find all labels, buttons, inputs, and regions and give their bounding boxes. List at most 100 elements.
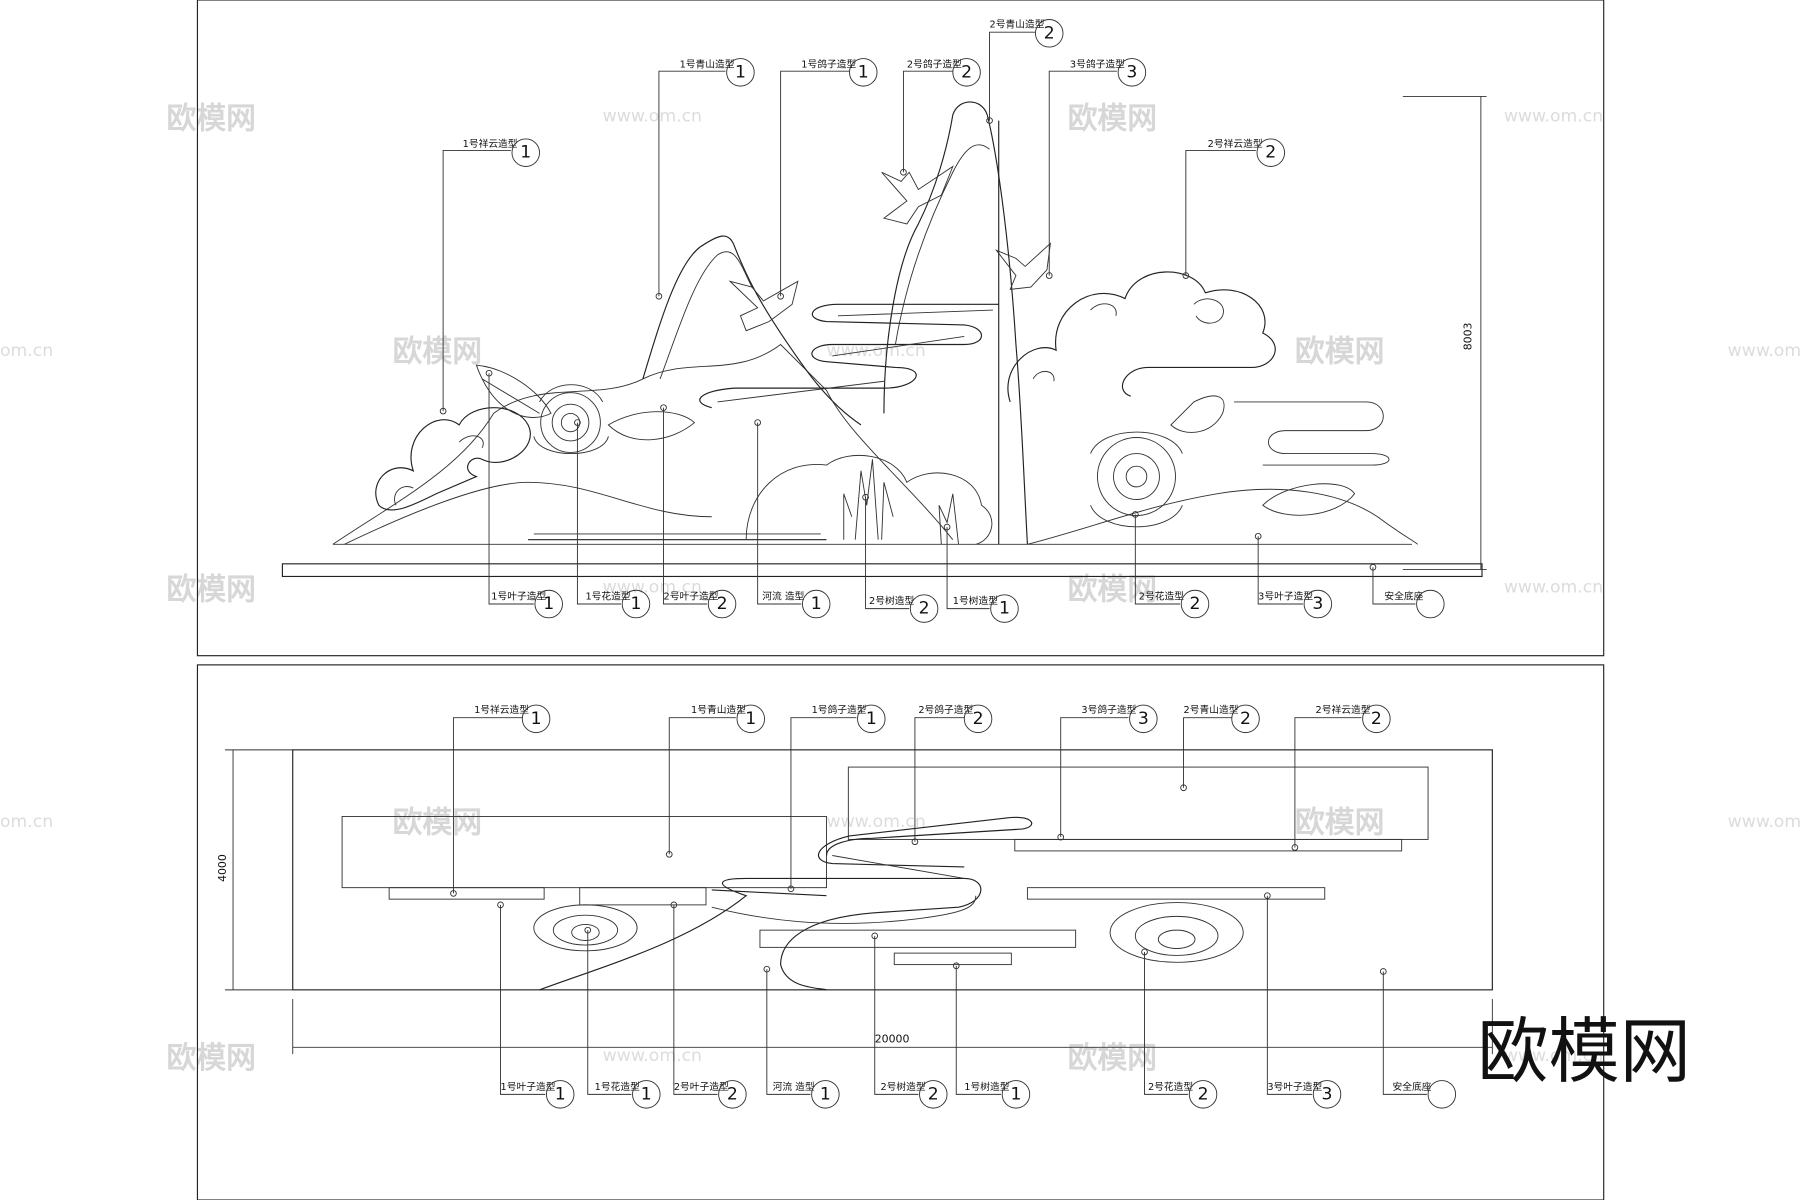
leaf-2-shape — [607, 411, 696, 441]
callout-label: 2号叶子造型 — [674, 1080, 729, 1093]
plan-leaf-bar — [579, 887, 707, 906]
plan-depth-dimension: 4000 — [216, 749, 293, 991]
callout-plan-leaf-1: 1号叶子造型 1 — [497, 901, 575, 1109]
bush-outline — [745, 454, 993, 545]
callout-label: 1号叶子造型 — [491, 589, 546, 602]
width-dimension-value: 20000 — [875, 1033, 910, 1046]
leaf-3-shape — [1170, 395, 1356, 516]
dove-2-shape — [881, 165, 954, 225]
watermark-url: om.cn — [0, 341, 53, 361]
cloud-2-shape — [1007, 271, 1276, 403]
callout-label: 1号花造型 — [585, 589, 630, 602]
callout-number: 1 — [999, 599, 1010, 619]
callout-number: 2 — [727, 1084, 738, 1104]
callout-number: 1 — [630, 594, 641, 614]
callout-label: 1号叶子造型 — [501, 1080, 556, 1093]
watermark-url: www.om.cn — [827, 812, 926, 832]
callout-number: 2 — [928, 1084, 939, 1104]
watermark-url: www.om.cn — [1504, 1046, 1603, 1066]
callout-number: 2 — [1198, 1084, 1209, 1104]
callout-label: 3号鸽子造型 — [1081, 703, 1136, 716]
plan-river-ribbon — [539, 816, 1033, 991]
plan-frame — [196, 664, 1605, 1200]
plan-width-dimension: 20000 — [292, 999, 1493, 1055]
left-ground-wave — [344, 481, 712, 545]
callout-label: 2号青山造型 — [1184, 703, 1239, 716]
plan-flower-2 — [1109, 902, 1244, 963]
callout-label: 1号青山造型 — [680, 58, 735, 71]
callout-elev-cloud-1: 1号祥云造型 1 — [439, 137, 540, 415]
callout-label: 2号树造型 — [869, 594, 914, 607]
callout-plan-cloud-2: 2号祥云造型 2 — [1291, 703, 1391, 851]
callout-plan-leaf-2: 2号叶子造型 2 — [670, 901, 747, 1109]
callout-number: 1 — [543, 594, 554, 614]
callout-elev-mountain-2: 2号青山造型 2 — [986, 18, 1064, 124]
callout-number: 2 — [1044, 23, 1055, 43]
watermark-url: www.om.cn — [1728, 812, 1800, 832]
callout-elev-dove-2: 2号鸽子造型 2 — [900, 58, 981, 176]
cloud-1-curl — [394, 435, 484, 506]
callout-plan-dove-3: 3号鸽子造型 3 — [1057, 703, 1158, 841]
callout-number: 2 — [961, 62, 972, 82]
watermark-text: 欧模网 — [393, 335, 483, 370]
tree-1-shape — [854, 459, 960, 545]
callout-elev-river: 河流 造型 1 — [754, 419, 831, 619]
right-ground-wave — [1027, 488, 1419, 545]
cloud-2-tail — [1234, 401, 1390, 466]
watermark-text: 欧模网 — [166, 572, 256, 607]
callout-number: 2 — [1371, 709, 1382, 729]
callout-label: 河流 造型 — [773, 1080, 815, 1093]
safety-base — [281, 563, 1483, 578]
callout-label: 2号花造型 — [1148, 1080, 1193, 1093]
left-hill-outline — [332, 343, 954, 545]
callout-plan-tree-1: 1号树造型 1 — [952, 962, 1031, 1109]
dove-3-shape — [995, 242, 1051, 290]
callout-elev-leaf-2: 2号叶子造型 2 — [660, 404, 737, 619]
river-ribbon-inner — [533, 309, 994, 535]
callout-label: 1号鸽子造型 — [812, 703, 867, 716]
callout-label: 3号叶子造型 — [1258, 589, 1313, 602]
callout-number: 2 — [1240, 709, 1251, 729]
mountain-2-ridge — [894, 144, 990, 345]
tree-2-shape — [843, 482, 894, 540]
callout-label: 2号青山造型 — [990, 18, 1045, 31]
river-ribbon — [528, 303, 999, 541]
height-dimension-value: 8003 — [1462, 322, 1475, 350]
callout-label: 1号祥云造型 — [474, 703, 529, 716]
callout-plan-mountain-1: 1号青山造型 1 — [665, 703, 765, 858]
callout-elev-flower-2: 2号花造型 2 — [1132, 511, 1210, 619]
callout-number: 1 — [1010, 1084, 1021, 1104]
watermark-url: www.om.cn — [603, 107, 702, 127]
plan-tree-2-bar — [759, 929, 1077, 948]
watermark-text: 欧模网 — [1295, 806, 1385, 841]
callout-number: 2 — [919, 599, 930, 619]
callout-number: 1 — [745, 709, 756, 729]
mountain-1-outline — [642, 235, 862, 426]
callout-number: 1 — [531, 709, 542, 729]
watermark-text: 欧模网 — [1068, 572, 1158, 607]
callout-elev-mountain-1: 1号青山造型 1 — [655, 58, 755, 300]
callout-number: 2 — [1190, 594, 1201, 614]
plan-flower-1 — [533, 904, 638, 952]
callout-label: 1号花造型 — [595, 1080, 640, 1093]
callout-label: 2号祥云造型 — [1208, 137, 1263, 150]
watermark-text: 欧模网 — [1068, 102, 1158, 137]
callout-label: 1号青山造型 — [691, 703, 746, 716]
callout-label: 2号鸽子造型 — [907, 58, 962, 71]
mountain-2-outline — [883, 101, 1028, 545]
callout-plan-leaf-3: 3号叶子造型 3 — [1264, 892, 1342, 1109]
callout-number: 1 — [811, 594, 822, 614]
plan-cloud-1 — [388, 887, 545, 900]
callout-number: 1 — [735, 62, 746, 82]
watermark-text: 欧模网 — [166, 1041, 256, 1076]
callout-plan-river: 河流 造型 1 — [763, 965, 840, 1109]
brand-logo: 欧模网 — [1477, 1010, 1690, 1093]
callout-number: 1 — [820, 1084, 831, 1104]
callout-number: 1 — [520, 143, 531, 163]
callout-elev-tree-1: 1号树造型 1 — [943, 523, 1019, 623]
callout-plan-cloud-1: 1号祥云造型 1 — [450, 703, 551, 897]
callout-label: 1号树造型 — [953, 594, 998, 607]
plan-artwork — [292, 749, 1493, 991]
plan-leaf-3-bar — [1026, 887, 1326, 900]
